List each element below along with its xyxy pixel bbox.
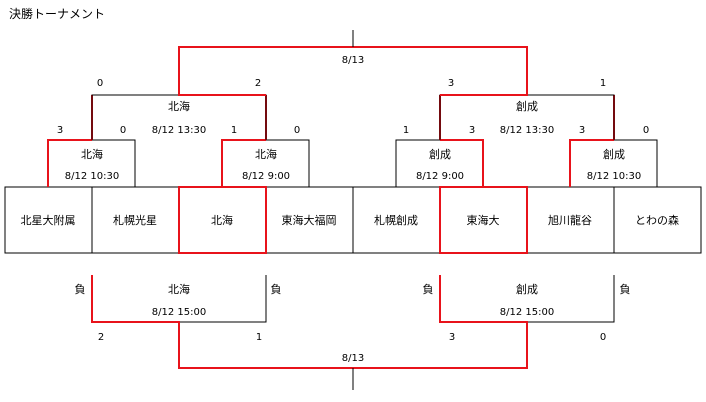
- winner-path: [439, 275, 528, 368]
- match-date: 8/12 15:00: [500, 307, 554, 318]
- match-date: 8/12 15:00: [152, 307, 206, 318]
- final-match: 8/13: [178, 30, 528, 95]
- team-name: 札幌創成: [374, 213, 418, 227]
- winner-path: [440, 139, 484, 187]
- match-date: 8/12 10:30: [587, 171, 641, 182]
- third-place-match: 8/13: [178, 322, 528, 390]
- score-left: 2: [98, 332, 104, 343]
- loser-label: 負: [75, 283, 86, 296]
- score-right: 0: [643, 125, 649, 136]
- team-name: 札幌光星: [113, 213, 157, 227]
- team-name: 東海大: [467, 213, 500, 227]
- team-name: 北海: [211, 213, 233, 227]
- match-date: 8/12 13:30: [500, 125, 554, 136]
- winner-path: [47, 139, 92, 187]
- score-left: 1: [403, 125, 409, 136]
- match-date: 8/13: [342, 353, 364, 364]
- round1-match: 1 0 北海 8/12 9:00: [221, 95, 310, 187]
- team-name: とわの森: [635, 213, 679, 227]
- match-date: 8/12 13:30: [152, 125, 206, 136]
- team-name: 旭川龍谷: [548, 213, 592, 227]
- score-left: 3: [579, 125, 585, 136]
- match-winner: 北海: [168, 282, 190, 296]
- score-left: 0: [97, 78, 103, 89]
- score-left: 3: [448, 78, 454, 89]
- score-left: 1: [231, 125, 237, 136]
- winner-path: [91, 275, 180, 368]
- match-winner: 創成: [516, 99, 538, 113]
- team-row: 北星大附属 札幌光星 北海 東海大福岡 札幌創成 東海大 旭川龍谷 とわの森: [4, 186, 702, 254]
- score-right: 3: [469, 125, 475, 136]
- page-title: 決勝トーナメント: [9, 6, 105, 21]
- match-date: 8/12 9:00: [416, 171, 464, 182]
- winner-path: [569, 139, 614, 187]
- match-winner: 北海: [255, 147, 277, 161]
- match-winner: 創成: [429, 147, 451, 161]
- match-date: 8/12 9:00: [242, 171, 290, 182]
- loser-label: 負: [271, 283, 282, 296]
- score-right: 0: [600, 332, 606, 343]
- match-winner: 創成: [516, 282, 538, 296]
- score-right: 0: [294, 125, 300, 136]
- winner-path: [221, 139, 266, 187]
- match-date: 8/13: [342, 55, 364, 66]
- team-name: 東海大福岡: [282, 213, 337, 227]
- winner-path: [178, 47, 266, 96]
- loser-label: 負: [620, 283, 631, 296]
- score-left: 3: [449, 332, 455, 343]
- score-left: 3: [57, 125, 63, 136]
- team-name: 北星大附属: [21, 213, 76, 227]
- score-right: 1: [256, 332, 262, 343]
- match-winner: 北海: [81, 147, 103, 161]
- match-date: 8/12 10:30: [65, 171, 119, 182]
- match-winner: 創成: [603, 147, 625, 161]
- score-right: 0: [120, 125, 126, 136]
- score-right: 2: [255, 78, 261, 89]
- match-winner: 北海: [168, 99, 190, 113]
- score-right: 1: [600, 78, 606, 89]
- loser-label: 負: [423, 283, 434, 296]
